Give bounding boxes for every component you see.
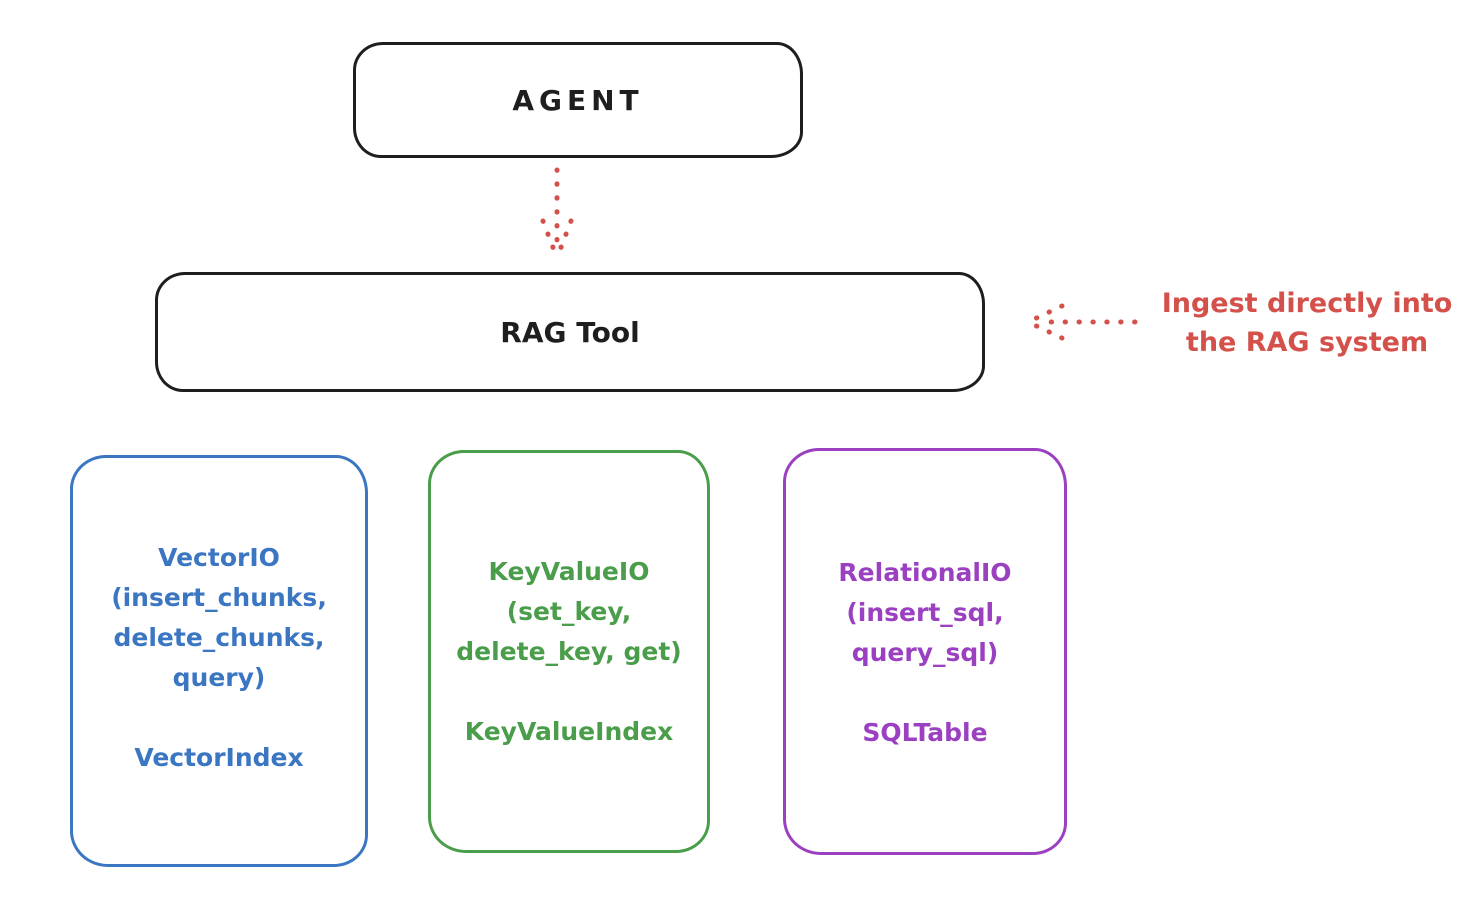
vector-io-line: delete_chunks,: [113, 623, 325, 652]
vector-io-line: query): [172, 663, 266, 692]
rag-tool-label: RAG Tool: [500, 315, 640, 349]
keyvalue-io-text: KeyValueIO (set_key, delete_key, get) Ke…: [431, 552, 707, 752]
agent-to-ragtool-arrow: [540, 167, 574, 261]
vector-io-line: (insert_chunks,: [111, 583, 327, 612]
relational-io-line: query_sql): [851, 638, 999, 667]
vector-io-box: VectorIO (insert_chunks, delete_chunks, …: [70, 455, 368, 867]
rag-tool-box: RAG Tool: [155, 272, 985, 392]
keyvalue-io-line: KeyValueIO: [488, 557, 650, 586]
agent-label: AGENT: [512, 83, 644, 117]
ingest-annotation-line1: Ingest directly into: [1161, 288, 1453, 319]
agent-box: AGENT: [353, 42, 803, 158]
relational-io-line: (insert_sql,: [846, 598, 1004, 627]
keyvalue-io-methods: KeyValueIO (set_key, delete_key, get): [431, 552, 707, 672]
vector-io-text: VectorIO (insert_chunks, delete_chunks, …: [73, 538, 365, 778]
keyvalue-io-line: (set_key,: [506, 597, 632, 626]
ingest-annotation: Ingest directly into the RAG system: [1140, 284, 1474, 362]
ingest-arrow: [1025, 303, 1138, 341]
keyvalue-index-label: KeyValueIndex: [464, 717, 674, 746]
vector-index-label: VectorIndex: [134, 743, 304, 772]
relational-io-line: RelationalIO: [838, 558, 1012, 587]
vector-io-line: VectorIO: [158, 543, 280, 572]
keyvalue-io-line: delete_key, get): [456, 637, 682, 666]
vector-io-methods: VectorIO (insert_chunks, delete_chunks, …: [73, 538, 365, 698]
sqltable-label: SQLTable: [862, 718, 988, 747]
relational-io-text: RelationalIO (insert_sql, query_sql) SQL…: [786, 553, 1064, 753]
keyvalue-io-box: KeyValueIO (set_key, delete_key, get) Ke…: [428, 450, 710, 853]
relational-io-box: RelationalIO (insert_sql, query_sql) SQL…: [783, 448, 1067, 855]
ingest-annotation-line2: the RAG system: [1185, 327, 1429, 358]
relational-io-methods: RelationalIO (insert_sql, query_sql): [786, 553, 1064, 673]
